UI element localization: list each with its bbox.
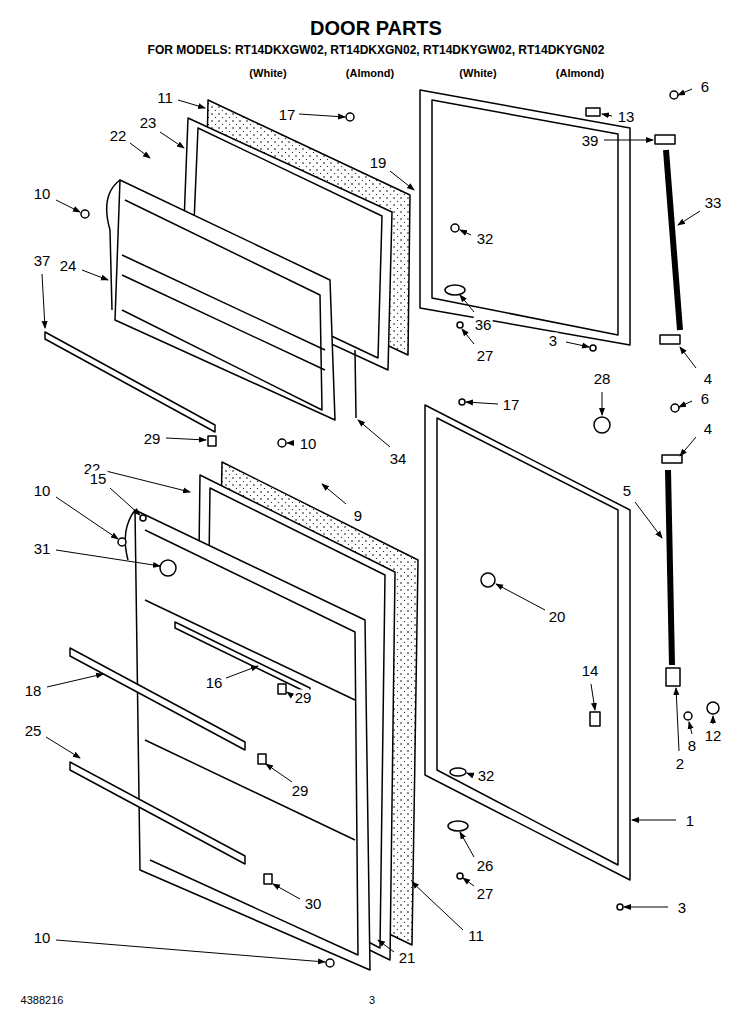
callout-number: 5 bbox=[622, 483, 632, 498]
callout-number: 13 bbox=[617, 109, 636, 124]
callout-number: 27 bbox=[476, 348, 495, 363]
callout-number: 18 bbox=[24, 683, 43, 698]
callout-number: 26 bbox=[476, 858, 495, 873]
callout-number: 27 bbox=[476, 886, 495, 901]
callout-number: 9 bbox=[353, 508, 363, 523]
document-number: 4388216 bbox=[21, 995, 64, 1006]
callout-number: 33 bbox=[704, 195, 723, 210]
callout-number: 29 bbox=[143, 431, 162, 446]
model-list: FOR MODELS: RT14DKXGW02, RT14DKXGN02, RT… bbox=[148, 44, 605, 56]
callout-number: 3 bbox=[677, 900, 687, 915]
page-number: 3 bbox=[369, 995, 375, 1006]
callout-number: 10 bbox=[299, 436, 318, 451]
callout-number: 3 bbox=[548, 333, 558, 348]
callout-number: 6 bbox=[700, 391, 710, 406]
callout-number: 6 bbox=[700, 79, 710, 94]
callout-number: 8 bbox=[687, 738, 697, 753]
callout-number: 23 bbox=[139, 115, 158, 130]
callout-number: 31 bbox=[33, 541, 52, 556]
callout-number: 17 bbox=[278, 107, 297, 122]
callout-number: 12 bbox=[704, 728, 723, 743]
color-note: (Almond) bbox=[556, 68, 604, 79]
callout-number: 30 bbox=[304, 896, 323, 911]
callout-number: 14 bbox=[581, 663, 600, 678]
callout-number: 19 bbox=[369, 155, 388, 170]
callout-number: 2 bbox=[675, 756, 685, 771]
callout-number: 10 bbox=[33, 930, 52, 945]
callout-number: 11 bbox=[467, 928, 485, 943]
diagram-title: DOOR PARTS bbox=[310, 18, 442, 38]
callout-number: 11 bbox=[156, 90, 174, 105]
callout-number: 4 bbox=[703, 421, 713, 436]
callout-number: 10 bbox=[33, 186, 52, 201]
callout-number: 17 bbox=[502, 397, 521, 412]
callout-number: 20 bbox=[548, 609, 567, 624]
color-note: (White) bbox=[249, 68, 286, 79]
callout-number: 29 bbox=[294, 690, 313, 705]
callout-number: 25 bbox=[24, 723, 43, 738]
callout-number: 36 bbox=[474, 317, 493, 332]
callout-number: 29 bbox=[291, 783, 310, 798]
callout-number: 28 bbox=[593, 371, 612, 386]
callout-number: 24 bbox=[59, 258, 78, 273]
callout-number: 34 bbox=[389, 451, 408, 466]
callout-number: 22 bbox=[109, 128, 128, 143]
color-note: (White) bbox=[459, 68, 496, 79]
callout-number: 1 bbox=[685, 813, 695, 828]
callout-number: 15 bbox=[89, 471, 108, 486]
callout-number: 21 bbox=[398, 950, 417, 965]
callout-number: 39 bbox=[581, 133, 600, 148]
callout-number: 10 bbox=[33, 483, 52, 498]
callout-number: 37 bbox=[33, 253, 52, 268]
callout-number: 32 bbox=[476, 231, 495, 246]
callout-number: 4 bbox=[703, 371, 713, 386]
callout-number: 32 bbox=[477, 768, 496, 783]
callout-number: 16 bbox=[205, 675, 224, 690]
color-note: (Almond) bbox=[346, 68, 394, 79]
